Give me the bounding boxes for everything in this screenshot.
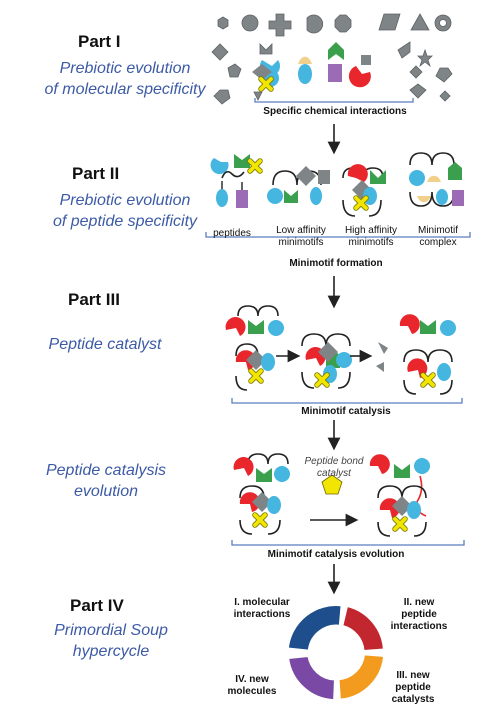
catalyst-label-line1: Peptide bond	[304, 456, 364, 467]
part1-subtitle-line2: of molecular specificity	[44, 81, 206, 98]
part4-subtitle: Primordial Soup hypercycle	[36, 620, 186, 662]
part2-subtitle: Prebiotic evolution of peptide specifici…	[40, 190, 210, 232]
catalyst-label-line2: catalyst	[317, 468, 351, 479]
part2-low-affinity	[267, 166, 330, 205]
cycle-step-1-line2: interactions	[233, 609, 291, 620]
part1-title: Part I	[78, 32, 121, 51]
part4-subtitle-line1: Primordial Soup	[54, 622, 168, 639]
hypercycle-ring	[287, 604, 385, 701]
label-low-affinity: Low affinity minimotifs	[266, 225, 336, 249]
part4-subtitle-line2: hypercycle	[72, 643, 150, 660]
evolution-bracket	[231, 540, 465, 546]
part2-subtitle-line2: of peptide specificity	[52, 213, 198, 230]
cycle-step-2: II. new peptide interactions	[384, 597, 454, 633]
evolution-caption: Minimotif catalysis evolution	[267, 549, 405, 560]
cycle-step-1: I. molecular interactions	[222, 597, 302, 621]
label-high-affinity: High affinity minimotifs	[336, 225, 406, 249]
cycle-step-3-line3: catalysts	[391, 694, 435, 705]
part1-molecules	[211, 13, 453, 105]
label-minimotif-complex-line1: Minimotif	[417, 225, 458, 236]
evolution-subtitle-line1: Peptide catalysis	[45, 462, 167, 479]
cycle-step-3-line1: III. new	[396, 670, 430, 681]
label-low-affinity-line2: minimotifs	[278, 237, 324, 248]
catalyst-label: Peptide bond catalyst	[296, 456, 372, 480]
cycle-step-2-line3: interactions	[390, 621, 448, 632]
cycle-step-3-line2: peptide	[395, 682, 431, 693]
part1-caption: Specific chemical interactions	[263, 106, 407, 117]
part2-caption: Minimotif formation	[289, 258, 383, 269]
label-minimotif-complex: Minimotif complex	[408, 225, 468, 249]
label-high-affinity-line1: High affinity	[344, 225, 398, 236]
catalyst-pentagon	[321, 474, 343, 495]
cycle-step-1-line1: I. molecular	[234, 597, 290, 608]
part2-subtitle-line1: Prebiotic evolution	[59, 192, 191, 209]
part2-high-affinity	[342, 164, 386, 217]
cycle-step-4: IV. new molecules	[220, 674, 284, 698]
part1-bracket	[254, 98, 414, 103]
part2-minimotif-complex	[409, 152, 464, 207]
part2-bracket	[205, 232, 471, 238]
evolution-drawings	[233, 453, 430, 537]
part3-title: Part III	[68, 290, 120, 309]
label-high-affinity-line2: minimotifs	[348, 237, 394, 248]
evolution-subtitle: Peptide catalysis evolution	[26, 460, 186, 502]
cycle-step-2-line1: II. new	[403, 597, 435, 608]
cycle-step-2-line2: peptide	[401, 609, 437, 620]
label-minimotif-complex-line2: complex	[419, 237, 457, 248]
part3-caption: Minimotif catalysis	[301, 406, 391, 417]
part2-title: Part II	[72, 164, 120, 183]
cycle-step-3: III. new peptide catalysts	[378, 670, 448, 706]
label-peptides: peptides	[213, 228, 251, 239]
part1-subtitle: Prebiotic evolution of molecular specifi…	[40, 58, 210, 100]
evolution-subtitle-line2: evolution	[73, 483, 139, 500]
cycle-step-4-line2: molecules	[227, 686, 277, 697]
part3-bracket	[231, 398, 463, 404]
part1-subtitle-line1: Prebiotic evolution	[59, 60, 191, 77]
part3-subtitle: Peptide catalyst	[48, 336, 162, 353]
cycle-step-4-line1: IV. new	[235, 674, 269, 685]
part3-catalysis	[225, 305, 456, 395]
label-low-affinity-line1: Low affinity	[276, 225, 326, 236]
part4-title: Part IV	[70, 596, 124, 615]
part2-peptides	[210, 154, 260, 208]
